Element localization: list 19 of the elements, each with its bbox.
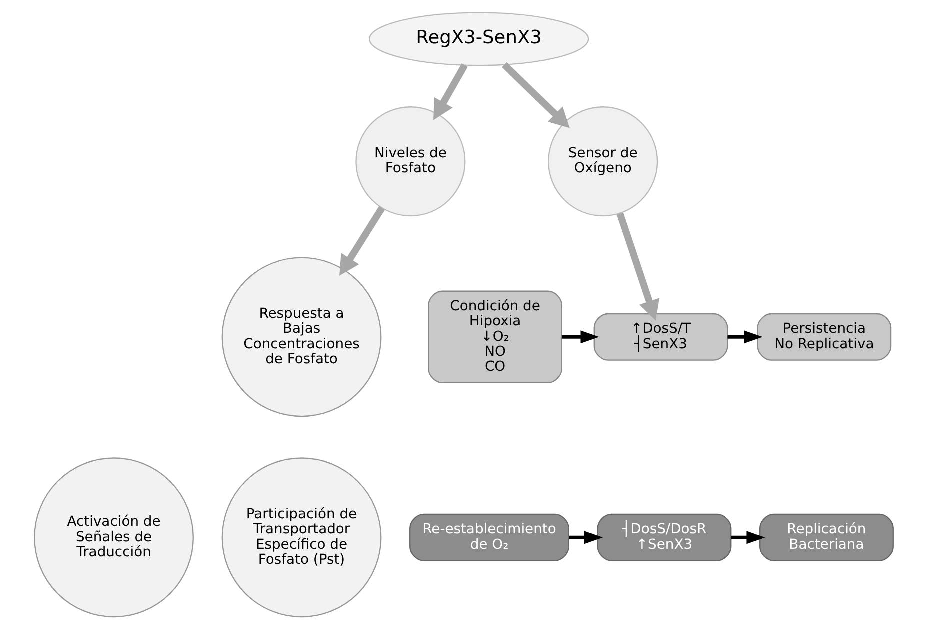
node-box: Re-establecimiento de O₂ [410,514,570,562]
node-box: ┤DosS/DosR ↑SenX3 [597,514,732,562]
node-box: Condición de Hipoxia ↓O₂ NO CO [428,290,562,384]
arrow [434,64,468,120]
arrow [502,62,570,128]
node-box: Replicación Bacteriana [760,514,894,562]
arrow [616,212,660,321]
node-box: Persistencia No Replicativa [757,313,892,361]
arrow [731,531,766,544]
node-box: ↑DosS/T ┤SenX3 [594,313,728,361]
arrow [569,531,604,544]
node-circle: Respuesta a Bajas Concentraciones de Fosfato [222,257,382,418]
node-circle: Participación de Transportador Específico de Fosfato (Pst) [222,458,382,618]
node-circle: Niveles de Fosfato [356,106,466,217]
arrow [562,330,600,344]
arrow [340,206,386,276]
node-circle: Activación de Señales de Traducción [34,458,194,618]
node-ellipse: RegX3-SenX3 [368,12,590,66]
arrow [728,330,763,344]
